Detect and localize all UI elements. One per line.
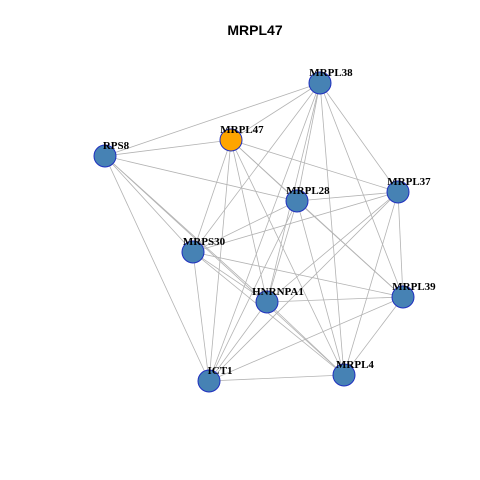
node-mrpl47 (219, 128, 243, 152)
node-label-ict1: ICT1 (207, 365, 232, 377)
edge-hnrnpa1-mrpl39 (266, 296, 404, 303)
edge-hnrnpa1-mrpl4 (266, 301, 345, 376)
edge-mrpl47-mrpl4 (230, 139, 345, 376)
edge-mrps30-mrpl39 (192, 251, 404, 298)
node-label-mrpl4: MRPL4 (336, 359, 374, 371)
edge-mrpl38-ict1 (208, 82, 321, 382)
edge-rps8-mrpl28 (104, 155, 298, 202)
edge-rps8-mrpl47 (104, 139, 232, 157)
edge-mrps30-hnrnpa1 (192, 251, 268, 303)
edge-mrpl37-mrpl39 (397, 191, 404, 298)
label-layer: MRPL38MRPL47RPS8MRPL37MRPL28MRPS30HNRNPA… (103, 67, 436, 377)
edge-mrpl28-hnrnpa1 (266, 200, 298, 303)
edge-mrpl37-mrpl28 (296, 191, 399, 202)
node-label-mrps30: MRPS30 (183, 236, 226, 248)
edge-rps8-ict1 (104, 155, 210, 382)
edge-mrpl28-mrpl4 (296, 200, 345, 376)
node-mrps30 (181, 240, 205, 264)
node-mrpl38 (308, 71, 332, 95)
node-label-mrpl39: MRPL39 (392, 281, 436, 293)
node-label-mrpl47: MRPL47 (220, 124, 264, 136)
node-label-mrpl37: MRPL37 (387, 176, 431, 188)
edge-mrpl4-ict1 (208, 374, 345, 382)
edge-mrpl47-mrpl37 (230, 139, 399, 193)
edge-mrps30-ict1 (192, 251, 210, 382)
edge-mrpl37-mrpl4 (343, 191, 399, 376)
edge-hnrnpa1-ict1 (208, 301, 268, 382)
node-ict1 (197, 369, 221, 393)
edge-mrpl47-mrps30 (192, 139, 232, 253)
edge-mrps30-mrpl4 (192, 251, 345, 376)
node-mrpl39 (391, 285, 415, 309)
edge-mrpl28-ict1 (208, 200, 298, 382)
edge-mrpl38-mrpl4 (319, 82, 345, 376)
edge-mrpl38-rps8 (104, 82, 321, 157)
edge-mrpl28-mrpl39 (296, 200, 404, 298)
edge-mrpl47-ict1 (208, 139, 232, 382)
edge-rps8-mrpl4 (104, 155, 345, 376)
edge-mrpl37-ict1 (208, 191, 399, 382)
node-mrpl4 (332, 363, 356, 387)
edge-mrpl38-mrpl28 (296, 82, 321, 202)
edge-mrpl47-hnrnpa1 (230, 139, 268, 303)
node-label-rps8: RPS8 (103, 140, 130, 152)
node-mrpl28 (285, 189, 309, 213)
edge-layer (104, 82, 404, 382)
node-label-hnrnpa1: HNRNPA1 (252, 286, 304, 298)
edge-mrpl38-mrpl37 (319, 82, 399, 193)
edge-rps8-mrps30 (104, 155, 194, 253)
node-mrpl37 (386, 180, 410, 204)
diagram-title: MRPL47 (227, 22, 282, 38)
edge-mrpl38-mrpl39 (319, 82, 404, 298)
node-layer (93, 71, 415, 393)
node-hnrnpa1 (255, 290, 279, 314)
edge-mrpl39-mrpl4 (343, 296, 404, 376)
node-rps8 (93, 144, 117, 168)
edge-mrpl38-mrps30 (192, 82, 321, 253)
edge-mrpl39-ict1 (208, 296, 404, 382)
edge-mrpl38-mrpl47 (230, 82, 321, 141)
edge-mrpl28-mrps30 (192, 200, 298, 253)
edge-mrpl47-mrpl28 (230, 139, 298, 202)
edge-mrpl37-mrps30 (192, 191, 399, 253)
edge-mrpl37-hnrnpa1 (266, 191, 399, 303)
node-label-mrpl38: MRPL38 (309, 67, 353, 79)
node-label-mrpl28: MRPL28 (286, 185, 330, 197)
